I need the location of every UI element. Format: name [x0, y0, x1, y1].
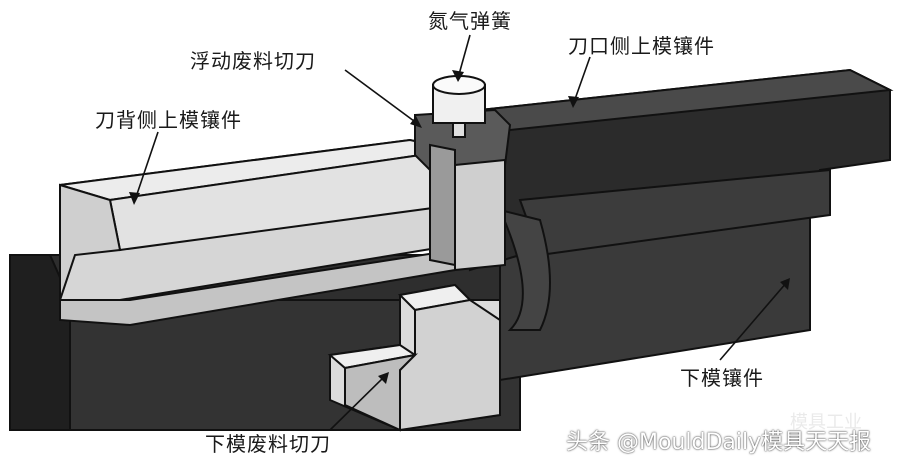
label-nitrogen-spring: 氮气弹簧 — [428, 9, 512, 33]
watermark-credit: 头条 @MouldDaily模具天天报 — [566, 430, 872, 455]
arrowhead-nitrogen-spring — [452, 70, 464, 82]
watermark-faded: 模具工业 — [790, 412, 862, 433]
label-blade-side-upper-insert: 刀口侧上模镶件 — [568, 34, 715, 58]
label-floating-scrap-cutter: 浮动废料切刀 — [190, 49, 316, 73]
arrowhead-blade-side-upper-insert — [568, 96, 579, 108]
arrowhead-lower-scrap-cutter — [378, 372, 389, 384]
leader-floating-scrap-cutter — [344, 69, 419, 125]
blade-side-upper-insert-block — [468, 68, 894, 331]
arrowhead-lower-die-insert — [780, 278, 790, 290]
lower-scrap-cutter-block — [327, 283, 501, 432]
leader-lower-die-insert — [719, 281, 788, 361]
leader-back-side-upper-insert — [134, 131, 159, 201]
floating-scrap-cutter-block — [414, 108, 512, 272]
arrowhead-back-side-upper-insert — [129, 192, 140, 205]
leader-lower-scrap-cutter — [329, 375, 386, 431]
leader-blade-side-upper-insert — [573, 56, 591, 103]
label-lower-scrap-cutter: 下模废料切刀 — [205, 432, 331, 456]
label-lower-die-insert: 下模镶件 — [680, 366, 764, 390]
arrowhead-floating-scrap-cutter — [410, 116, 422, 128]
leader-lines — [129, 34, 790, 431]
leader-nitrogen-spring — [457, 34, 471, 79]
back-side-upper-insert-block — [59, 138, 456, 327]
label-back-side-upper-insert: 刀背侧上模镶件 — [95, 108, 242, 132]
